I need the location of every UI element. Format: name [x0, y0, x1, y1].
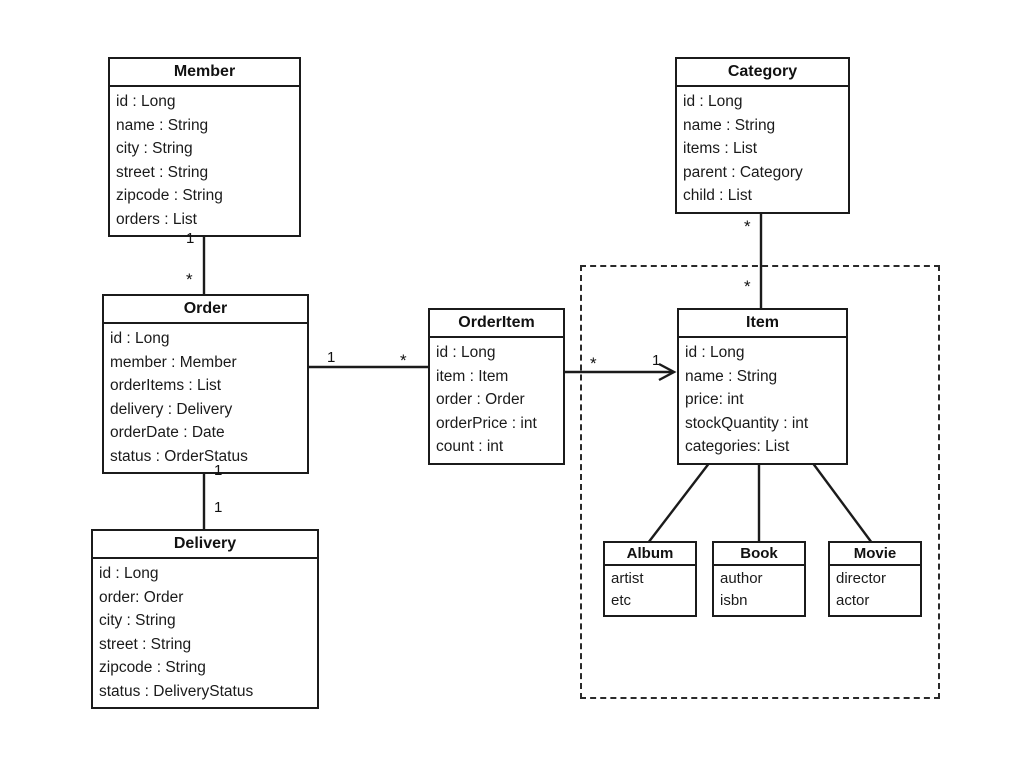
attribute: count : int [436, 438, 504, 456]
multiplicity-order-delivery-upper: 1 [214, 462, 223, 479]
multiplicity-category-item-upper: * [744, 217, 751, 236]
attribute: id : Long [99, 565, 159, 582]
attribute: parent : Category [683, 163, 803, 181]
class-box-item[interactable]: Item id : Long name : String price: int … [677, 308, 848, 465]
attribute: name : String [685, 367, 778, 385]
attribute: status : OrderStatus [110, 447, 248, 465]
attribute: id : Long [683, 93, 743, 110]
attribute: street : String [99, 635, 192, 653]
multiplicity-member-order-many: * [186, 270, 193, 289]
class-box-order[interactable]: Order id : Long member : Member orderIte… [102, 294, 309, 475]
attribute: artist [611, 570, 644, 587]
attribute: order: Order [99, 588, 184, 606]
attribute: id : Long [110, 330, 170, 347]
attribute: street : String [116, 163, 209, 181]
attribute: items : List [683, 140, 758, 158]
class-attributes-movie: director actor [830, 566, 920, 615]
attribute: delivery : Delivery [110, 400, 233, 418]
attribute: member : Member [110, 353, 237, 371]
attribute: id : Long [685, 344, 745, 361]
class-title-album: Album [605, 543, 695, 566]
multiplicity-order-orderitem-one: 1 [327, 349, 336, 366]
class-title-orderitem: OrderItem [430, 310, 563, 338]
attribute: actor [836, 592, 870, 610]
class-attributes-category: id : Long name : String items : List par… [677, 87, 848, 212]
class-attributes-album: artist etc [605, 566, 695, 615]
attribute: etc [611, 592, 632, 610]
attribute: zipcode : String [116, 187, 223, 205]
class-title-item: Item [679, 310, 846, 338]
attribute: id : Long [116, 93, 176, 110]
class-title-movie: Movie [830, 543, 920, 566]
attribute: id : Long [436, 344, 496, 361]
attribute: author [720, 570, 763, 587]
attribute: director [836, 570, 887, 587]
attribute: orderItems : List [110, 377, 222, 395]
attribute: categories: List [685, 438, 790, 456]
multiplicity-order-orderitem-many: * [400, 351, 407, 370]
class-box-orderitem[interactable]: OrderItem id : Long item : Item order : … [428, 308, 565, 465]
class-box-delivery[interactable]: Delivery id : Long order: Order city : S… [91, 529, 319, 710]
multiplicity-orderitem-item-one: 1 [652, 352, 661, 369]
class-title-category: Category [677, 59, 848, 87]
attribute: isbn [720, 592, 748, 610]
attribute: name : String [116, 116, 209, 134]
class-title-order: Order [104, 296, 307, 324]
class-box-member[interactable]: Member id : Long name : String city : St… [108, 57, 301, 238]
attribute: orderDate : Date [110, 424, 225, 442]
class-attributes-order: id : Long member : Member orderItems : L… [104, 324, 307, 472]
multiplicity-category-item-lower: * [744, 277, 751, 296]
class-title-delivery: Delivery [93, 531, 317, 559]
attribute: status : DeliveryStatus [99, 682, 254, 700]
class-attributes-member: id : Long name : String city : String st… [110, 87, 299, 235]
class-attributes-delivery: id : Long order: Order city : String str… [93, 559, 317, 707]
attribute: item : Item [436, 367, 509, 385]
class-attributes-item: id : Long name : String price: int stock… [679, 338, 846, 463]
multiplicity-order-delivery-lower: 1 [214, 499, 223, 516]
multiplicity-member-order-one: 1 [186, 230, 195, 247]
attribute: child : List [683, 187, 752, 205]
class-box-album[interactable]: Album artist etc [603, 541, 697, 618]
class-box-book[interactable]: Book author isbn [712, 541, 806, 618]
class-title-member: Member [110, 59, 299, 87]
class-title-book: Book [714, 543, 804, 566]
attribute: stockQuantity : int [685, 414, 809, 432]
attribute: zipcode : String [99, 659, 206, 677]
class-box-movie[interactable]: Movie director actor [828, 541, 922, 618]
attribute: order : Order [436, 391, 525, 409]
multiplicity-orderitem-item-many: * [590, 354, 597, 373]
class-attributes-book: author isbn [714, 566, 804, 615]
class-box-category[interactable]: Category id : Long name : String items :… [675, 57, 850, 214]
attribute: orderPrice : int [436, 414, 537, 432]
class-attributes-orderitem: id : Long item : Item order : Order orde… [430, 338, 563, 463]
attribute: price: int [685, 391, 744, 409]
attribute: city : String [116, 140, 193, 158]
attribute: orders : List [116, 210, 197, 228]
attribute: city : String [99, 612, 176, 630]
attribute: name : String [683, 116, 776, 134]
